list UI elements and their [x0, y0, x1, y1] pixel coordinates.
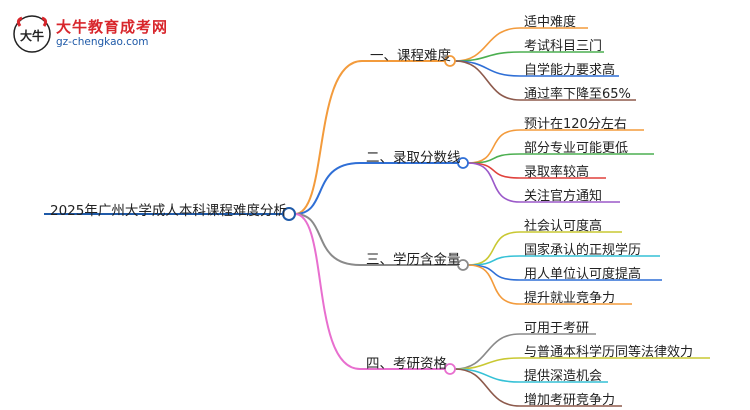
bull-logo-icon: 大牛	[13, 15, 51, 53]
branch-3-leaf-4-label: 提升就业竞争力	[524, 291, 616, 306]
branch-4-label: 四、考研资格	[366, 356, 447, 372]
logo-title: 大牛教育成考网	[56, 18, 169, 36]
branch-3-leaf-3-label: 用人单位认可度提高	[524, 267, 642, 282]
branch-4-leaf-2-label: 与普通本科学历同等法律效力	[524, 345, 694, 360]
branch-1-leaf-4-connector	[454, 60, 521, 101]
branch-2-label: 二、录取分数线	[366, 150, 461, 166]
branch-1-leaf-3-connector	[454, 60, 521, 77]
branch-2-leaf-3-label: 录取率较高	[524, 165, 590, 180]
branch-1-leaf-2-label: 考试科目三门	[524, 39, 603, 54]
branch-3-node	[457, 259, 469, 271]
branch-1-label: 一、课程难度	[370, 48, 451, 64]
branch-4-leaf-3-label: 提供深造机会	[524, 369, 603, 384]
branch-2-leaf-4-connector	[467, 162, 521, 203]
logo-url: gz-chengkao.com	[56, 36, 149, 48]
branch-2-leaf-1-label: 预计在120分左右	[524, 117, 627, 132]
branch-3-leaf-3-connector	[467, 264, 521, 281]
branch-2-leaf-1-connector	[467, 129, 521, 164]
branch-3-leaf-2-label: 国家承认的正规学历	[524, 243, 642, 258]
branch-1-connector	[294, 60, 363, 215]
branch-3-connector	[294, 213, 361, 266]
branch-3-leaf-1-label: 社会认可度高	[524, 219, 603, 234]
site-logo[interactable]: 大牛 大牛教育成考网 gz-chengkao.com	[12, 14, 202, 54]
branch-4-leaf-4-connector	[454, 368, 521, 407]
branch-1-leaf-1-label: 适中难度	[524, 15, 577, 30]
branch-4-node	[444, 363, 456, 375]
branch-2-connector	[294, 162, 361, 215]
branch-4-leaf-4-label: 增加考研竞争力	[524, 393, 616, 408]
branch-3-label: 三、学历含金量	[366, 252, 461, 268]
branch-2-leaf-2-label: 部分专业可能更低	[524, 141, 629, 156]
branch-4-leaf-1-label: 可用于考研	[524, 321, 590, 336]
branch-2-leaf-3-connector	[467, 162, 521, 179]
branch-2-leaf-4-label: 关注官方通知	[524, 189, 603, 204]
branch-2-node	[457, 157, 469, 169]
root-node	[282, 207, 296, 221]
branch-1-node	[444, 55, 456, 67]
branch-3-leaf-4-connector	[467, 264, 521, 305]
branch-3-leaf-1-connector	[467, 231, 521, 266]
branch-1-leaf-3-label: 自学能力要求高	[524, 63, 616, 78]
branch-1-leaf-4-label: 通过率下降至65%	[524, 87, 631, 102]
root-topic: 2025年广州大学成人本科课程难度分析	[50, 203, 287, 219]
branch-4-leaf-1-connector	[454, 333, 521, 370]
branch-4-connector	[294, 213, 361, 370]
logo-mark-text: 大牛	[20, 28, 44, 43]
